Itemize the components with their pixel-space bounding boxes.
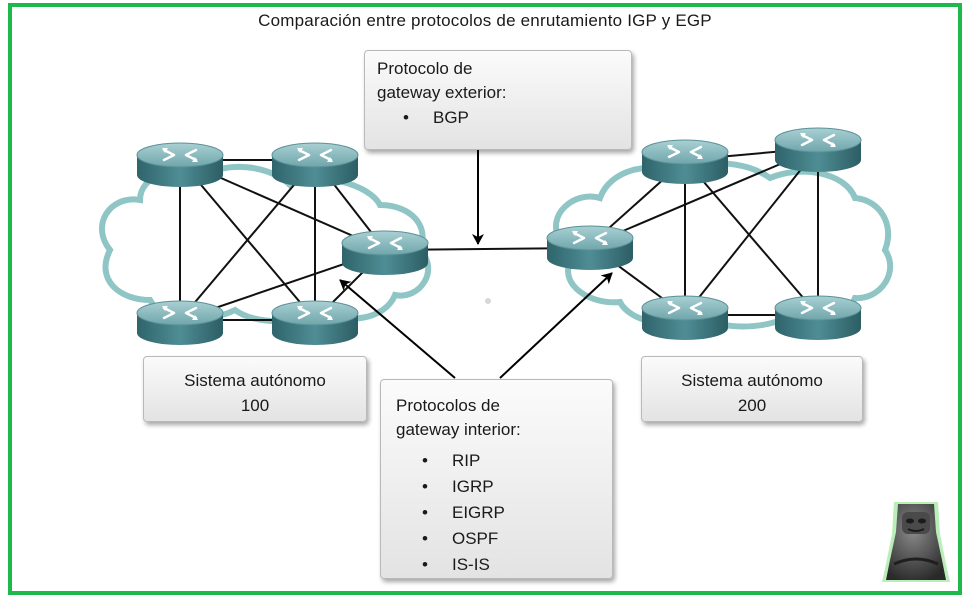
as-200-box: Sistema autónomo 200 [641,356,863,422]
list-item: IGRP [422,474,612,500]
igp-heading-line2: gateway interior: [396,420,521,439]
igp-protocol-list: RIP IGRP EIGRP OSPF IS-IS [396,448,612,578]
as-100-number: 100 [240,396,270,415]
router-icon [270,141,360,189]
as-100-label: Sistema autónomo [184,371,326,390]
list-item: IS-IS [422,552,612,578]
centre-dot [485,298,491,304]
router-icon [773,126,863,174]
router-icon [640,294,730,342]
list-item: OSPF [422,526,612,552]
router-icon [545,224,635,272]
egp-protocol-list: BGP [377,105,631,131]
list-item: BGP [403,105,631,131]
egp-heading-line1: Protocolo de [377,59,473,78]
list-item: EIGRP [422,500,612,526]
egp-heading-line2: gateway exterior: [377,83,507,102]
router-icon [135,141,225,189]
as-200-number: 200 [737,396,767,415]
router-icon [270,299,360,347]
list-item: RIP [422,448,612,474]
router-icon [135,299,225,347]
arrow-icon [339,150,613,379]
igp-heading-line1: Protocolos de [396,396,500,415]
router-icon [640,138,730,186]
mascot-figure [882,502,950,582]
igp-callout-box: Protocolos de gateway interior: RIP IGRP… [380,379,613,579]
egp-callout-box: Protocolo de gateway exterior: BGP [364,50,632,150]
green-frame [8,3,962,595]
router-icon [773,294,863,342]
page-title: Comparación entre protocolos de enrutami… [258,11,712,30]
router-icon [340,229,430,277]
as-100-box: Sistema autónomo 100 [143,356,367,422]
as-200-label: Sistema autónomo [681,371,823,390]
